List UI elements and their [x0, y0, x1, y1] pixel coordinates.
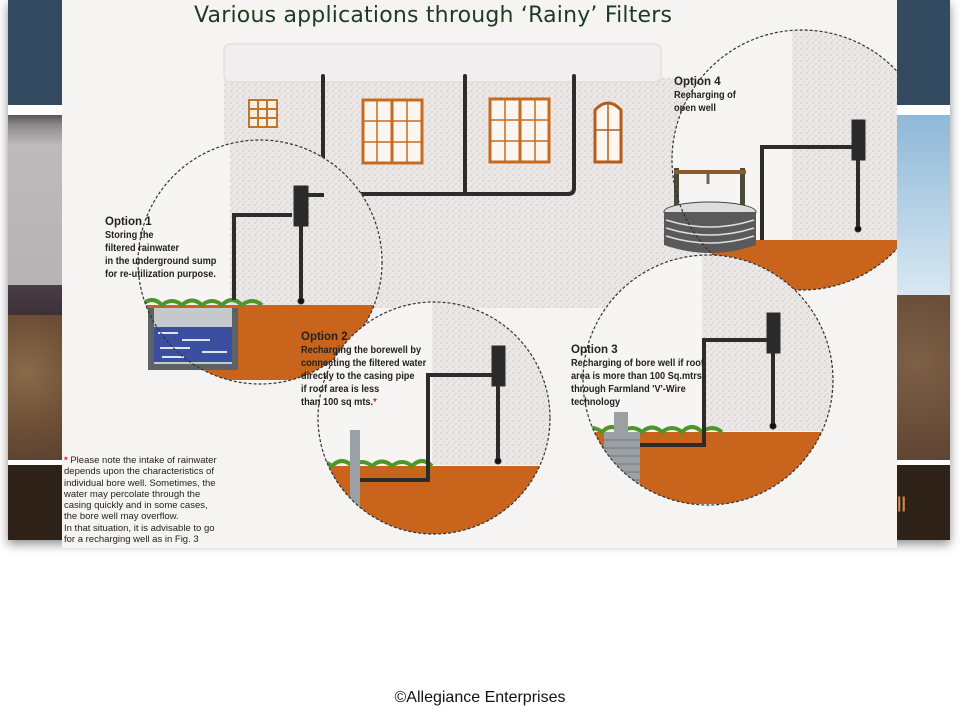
filter-option-3	[640, 312, 781, 447]
footnote: * Please note the intake of rainwater de…	[64, 455, 264, 545]
option-2-heading: Option 2	[301, 331, 348, 343]
background-photo: ||	[8, 0, 950, 540]
background-dark-band-right	[895, 465, 950, 540]
underground-sump	[148, 308, 238, 370]
option-2-label: Option 2 Recharging the borewell by conn…	[301, 331, 437, 409]
option-3-scene	[583, 255, 833, 505]
footnote-line: water may percolate through the	[64, 488, 201, 500]
window-arched	[593, 101, 623, 164]
footnote-line: for a recharging well as in Fig. 3	[64, 534, 199, 546]
filter-option-4	[760, 119, 866, 240]
footnote-line: In that situation, it is advisable to go	[64, 522, 215, 534]
option-3-line: through Farmland 'V'-Wire	[571, 384, 686, 395]
window-small	[248, 99, 278, 128]
option-3-heading: Option 3	[571, 344, 618, 356]
option-1-circle	[137, 139, 383, 385]
copyright-footer: ©Allegiance Enterprises	[394, 689, 566, 706]
window-double	[361, 98, 424, 165]
option-4-label: Option 4 Recharging of open well	[674, 76, 741, 115]
option-1-label: Option 1 Storing the filtered rainwater …	[105, 216, 226, 281]
option-1-line: filtered rainwater	[105, 243, 180, 254]
background-house-wall	[8, 115, 68, 315]
option-3-circle	[582, 254, 834, 506]
diagram-title: Various applications through ‘Rainy’ Fil…	[194, 3, 673, 28]
illustration	[137, 29, 897, 535]
background-soil-right	[895, 295, 950, 460]
option-2-line: connecting the filtered water	[301, 358, 427, 369]
background-soil-left	[8, 315, 68, 460]
option-3-line: area is more than 100 Sq.mtrs	[571, 371, 702, 382]
footnote-marker: *	[373, 397, 377, 408]
option-1-line: Storing the	[105, 230, 154, 241]
option-2-line-last: than 100 sq mts.*	[301, 396, 426, 409]
footnote-line: * Please note the intake of rainwater	[64, 455, 264, 466]
option-2-line: directly to the casing pipe	[301, 371, 415, 382]
background-sky	[895, 115, 950, 295]
option-2-line: if roof area is less	[301, 384, 380, 395]
footnote-line: individual bore well. Sometimes, the	[64, 477, 216, 489]
window-open	[488, 97, 551, 164]
option-3-label: Option 3 Recharging of bore well if roof…	[571, 344, 715, 409]
option-2-line: Recharging the borewell by	[301, 345, 422, 356]
footnote-line: casing quickly and in some cases,	[64, 500, 208, 512]
option-4-line: open well	[674, 103, 716, 114]
footnote-line: the bore well may overflow.	[64, 511, 179, 523]
background-slate-panel-right	[895, 0, 950, 105]
background-slate-panel-left	[8, 0, 68, 105]
option-4-heading: Option 4	[674, 76, 721, 88]
filter-option-1	[232, 185, 324, 305]
option-1-line: for re-utilization purpose.	[105, 269, 216, 280]
option-4-circle	[671, 29, 897, 291]
brochure-diagram: Various applications through ‘Rainy’ Fil…	[62, 0, 897, 548]
option-2-line: than 100 sq mts.	[301, 397, 374, 408]
background-dark-band-left	[8, 465, 68, 540]
option-1-heading: Option 1	[105, 216, 152, 228]
open-well	[663, 168, 757, 253]
footnote-star: *	[64, 455, 68, 466]
option-4-line: Recharging of	[674, 90, 736, 101]
option-2-circle	[317, 301, 551, 535]
footnote-line: depends upon the characteristics of	[64, 466, 214, 478]
option-3-line: technology	[571, 397, 621, 408]
option-3-line: Recharging of bore well if roof	[571, 358, 704, 369]
footnote-text: Please note the intake of rainwater	[70, 455, 217, 466]
option-1-line: in the underground sump	[105, 256, 217, 267]
filter-option-2	[360, 345, 506, 482]
option-2-scene	[318, 302, 550, 534]
background-bar-glyph: ||	[897, 495, 906, 512]
